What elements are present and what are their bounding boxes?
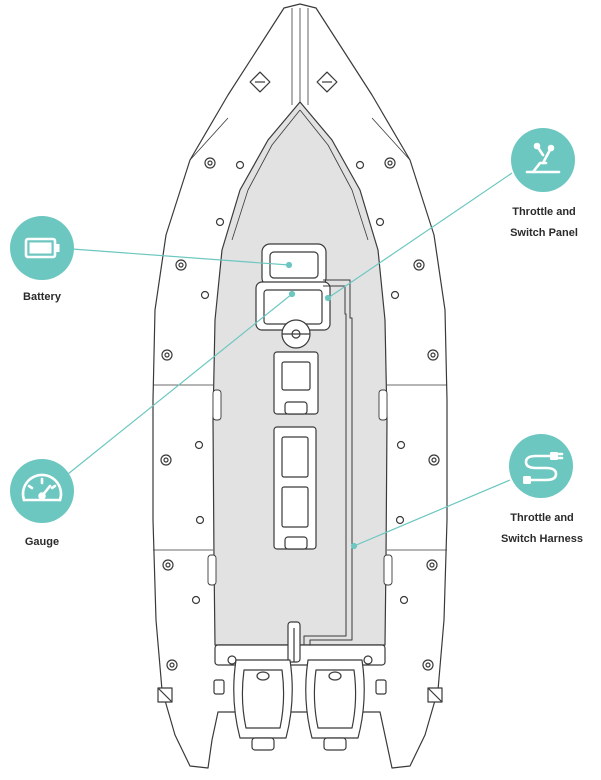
throttle-panel-leader-line bbox=[327, 172, 513, 299]
tube-d-rings bbox=[160, 157, 440, 671]
outboard-engine-right bbox=[305, 659, 365, 751]
cable-harness-icon bbox=[523, 452, 564, 484]
throttle-harness-label-line2: Switch Harness bbox=[501, 533, 583, 545]
throttle-panel-label-line2: Switch Panel bbox=[510, 227, 578, 239]
wiring-harness-run bbox=[309, 279, 353, 655]
side-rails bbox=[207, 389, 393, 586]
bow-cleats bbox=[249, 71, 338, 93]
outboard-engine-left bbox=[233, 659, 293, 751]
battery-label: Battery bbox=[10, 287, 74, 308]
console bbox=[255, 243, 331, 349]
gauge-callout bbox=[10, 459, 74, 523]
stern-cleats bbox=[157, 687, 443, 703]
throttle-panel-label: Throttle and Switch Panel bbox=[496, 202, 592, 244]
seats bbox=[273, 351, 319, 550]
throttle-lever-icon bbox=[525, 142, 561, 174]
throttle-panel-label-line1: Throttle and bbox=[512, 206, 576, 218]
battery-label-text: Battery bbox=[23, 291, 61, 303]
bow-inner-line-right bbox=[299, 109, 369, 241]
throttle-harness-callout bbox=[509, 434, 573, 498]
battery-leader-line bbox=[71, 248, 290, 266]
throttle-harness-leader-line bbox=[353, 479, 511, 547]
battery-callout bbox=[10, 216, 74, 280]
throttle-harness-label: Throttle and Switch Harness bbox=[494, 508, 590, 550]
gauge-label: Gauge bbox=[10, 532, 74, 553]
gauge-label-text: Gauge bbox=[24, 536, 60, 548]
gauge-icon bbox=[21, 473, 63, 502]
battery-icon bbox=[24, 237, 60, 259]
throttle-harness-label-line1: Throttle and bbox=[510, 512, 574, 524]
throttle-panel-callout bbox=[511, 128, 575, 192]
tube-seams bbox=[153, 8, 447, 551]
gauge-leader-line bbox=[67, 293, 293, 475]
bow-inner-line bbox=[231, 109, 301, 241]
